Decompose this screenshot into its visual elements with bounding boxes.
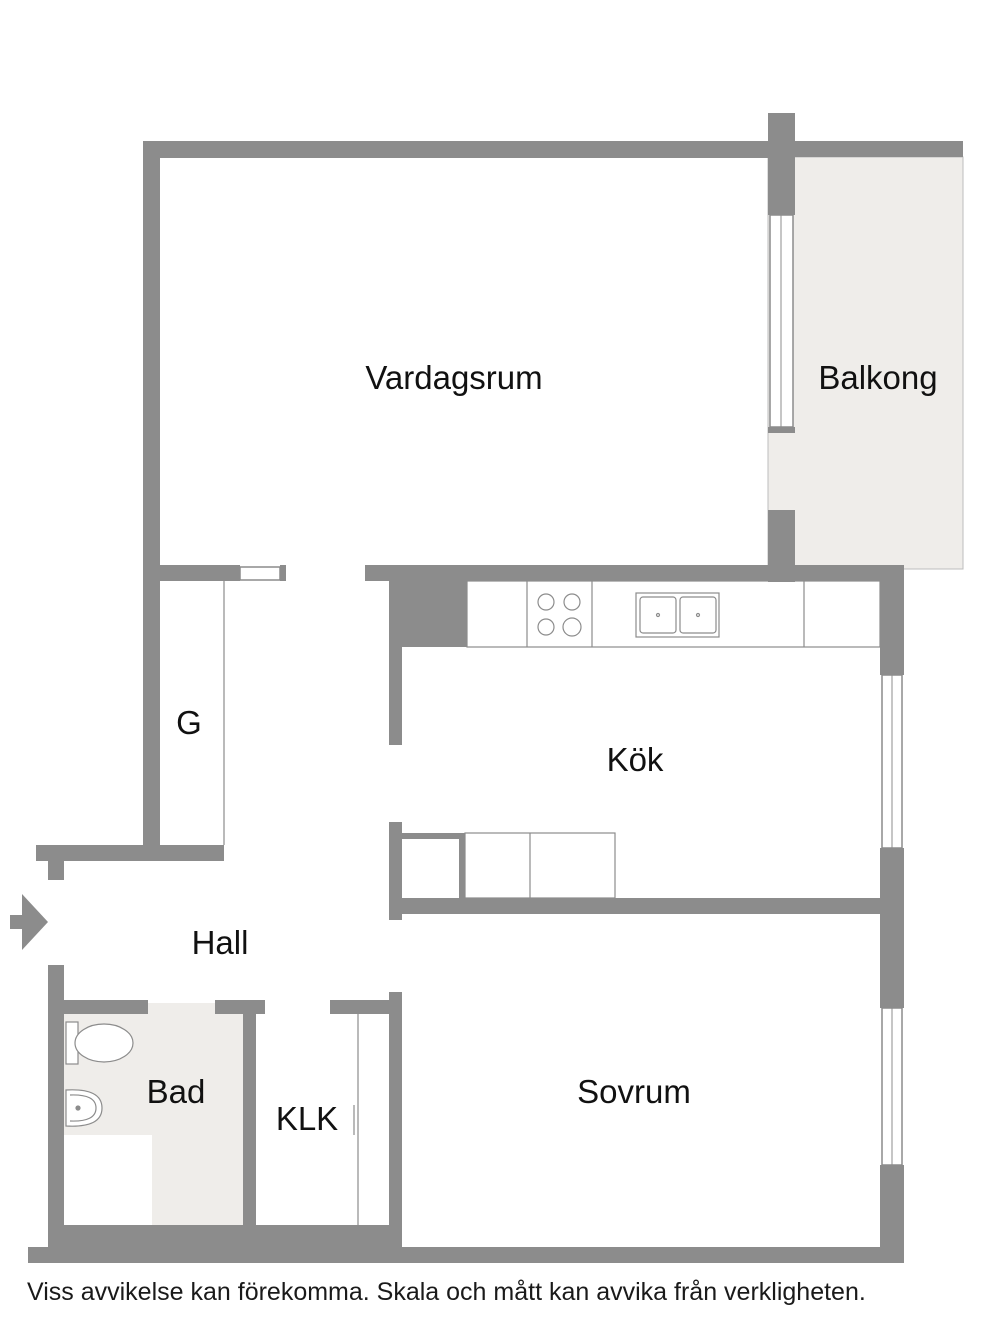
wall-bottom-thick: [48, 1225, 400, 1255]
wall-kitchen-left-upper: [389, 581, 402, 745]
klk-shelving: [353, 1014, 359, 1225]
room-label-hall: Hall: [192, 924, 249, 961]
wall-kitchen-stub: [389, 833, 461, 839]
wall-right-mid: [880, 848, 904, 1008]
room-label-vardagsrum: Vardagsrum: [365, 359, 542, 396]
room-label-bad: Bad: [147, 1073, 206, 1110]
shower-area: [60, 1135, 152, 1233]
windows: [239, 214, 903, 1166]
washbasin-icon: [65, 1089, 103, 1127]
stove-icon: [537, 593, 582, 637]
walls: [28, 113, 963, 1263]
wall-left-lower: [48, 965, 64, 1255]
wall-living-bottom-right: [365, 565, 904, 581]
room-label-sovrum: Sovrum: [577, 1073, 691, 1110]
room-label-garderob: G: [176, 704, 202, 741]
kitchen-counters: [464, 580, 881, 899]
wall-bedroom-left: [389, 992, 402, 1255]
toilet-icon: [65, 1021, 134, 1065]
wall-living-balcony-mid: [768, 427, 795, 433]
double-sink-icon: [635, 592, 720, 638]
wall-kitchen-bedroom: [389, 898, 904, 914]
wall-left-entry-top: [48, 845, 64, 880]
wall-klk-top-right: [330, 1000, 400, 1014]
wall-right-bottom: [880, 1165, 904, 1263]
wall-top-balcony: [795, 141, 963, 157]
disclaimer-text: Viss avvikelse kan förekomma. Skala och …: [27, 1278, 866, 1306]
wall-bath-klk: [243, 1000, 256, 1250]
window-living-inner: [239, 566, 281, 581]
wall-right-kitchen: [880, 565, 904, 675]
room-label-kok: Kök: [607, 741, 664, 778]
entrance-arrow-icon: [10, 894, 48, 950]
room-label-balkong: Balkong: [818, 359, 937, 396]
counter-top: [466, 580, 881, 648]
counter-bottom: [464, 832, 616, 899]
floor-plan: Vardagsrum Balkong G Kök Hall Bad KLK So…: [10, 113, 964, 1263]
wall-bath-top-left: [48, 1000, 148, 1014]
balcony-floor: [767, 156, 964, 570]
wall-top: [143, 141, 768, 158]
room-labels: Vardagsrum Balkong G Kök Hall Bad KLK So…: [147, 359, 938, 1137]
wall-left-upper: [143, 141, 160, 848]
wall-kitchen-left-lower: [389, 822, 402, 920]
wall-step: [36, 845, 224, 861]
room-label-klk: KLK: [276, 1100, 338, 1137]
wall-pillar-top: [768, 113, 795, 215]
wall-living-bottom-left: [143, 565, 240, 581]
wall-kitchen-stub-v: [459, 833, 465, 899]
wall-bath-top-right: [215, 1000, 265, 1014]
wall-living-bottom-stub: [280, 565, 286, 581]
